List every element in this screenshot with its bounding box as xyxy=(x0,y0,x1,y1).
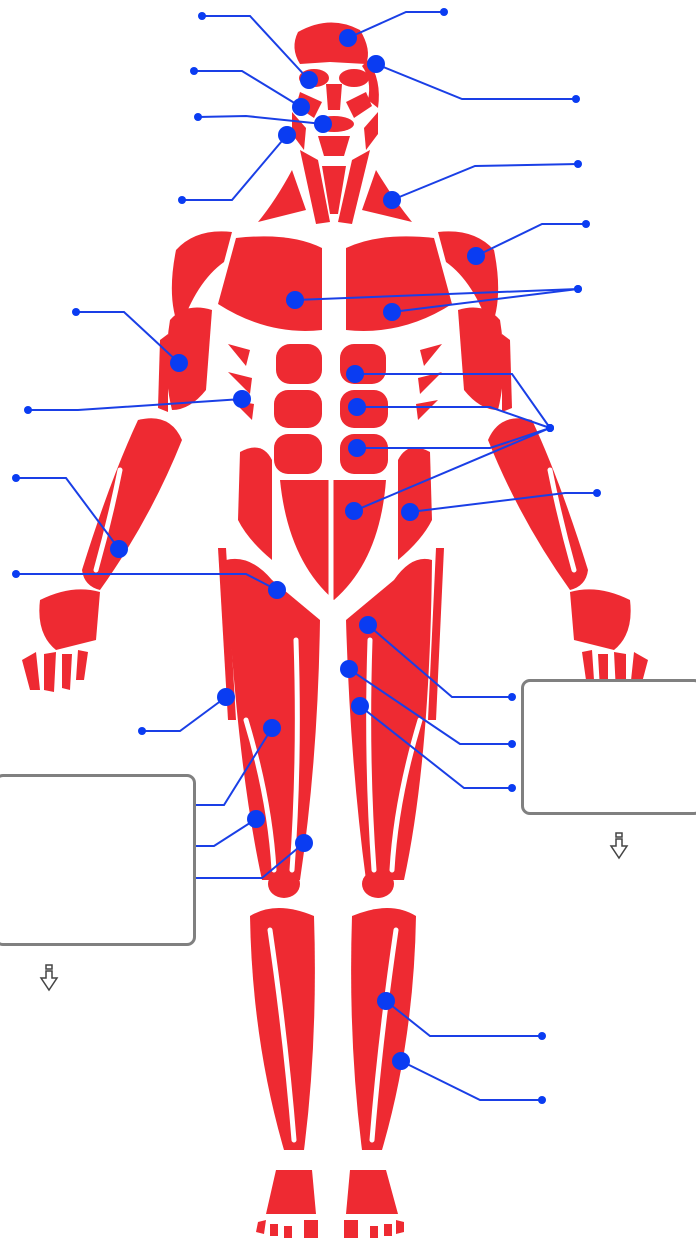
drop-down-arrow-icon[interactable] xyxy=(38,963,60,993)
leader-line xyxy=(376,64,576,99)
label-anchor-dot[interactable] xyxy=(508,740,516,748)
label-anchor-dot[interactable] xyxy=(194,113,202,121)
label-anchor-dot[interactable] xyxy=(24,406,32,414)
muscle-marker-dot[interactable] xyxy=(340,660,358,678)
muscle-marker-dot[interactable] xyxy=(467,247,485,265)
serratus-right-2 xyxy=(418,372,442,394)
leader-line xyxy=(182,135,287,200)
leader-line xyxy=(142,697,226,731)
muscle-marker-dot[interactable] xyxy=(351,697,369,715)
trapezius-left xyxy=(258,170,306,222)
leader-line xyxy=(198,116,323,124)
label-anchor-dot[interactable] xyxy=(574,285,582,293)
label-anchor-dot[interactable] xyxy=(546,424,554,432)
label-anchor-dot[interactable] xyxy=(538,1032,546,1040)
leader-line xyxy=(401,1061,542,1100)
chin-muscle xyxy=(318,136,350,156)
external-oblique-right xyxy=(398,448,432,561)
nasalis-muscle xyxy=(326,84,342,110)
rectus-abdominis-1l xyxy=(276,344,322,384)
label-anchor-dot[interactable] xyxy=(440,8,448,16)
muscle-marker-dot[interactable] xyxy=(233,390,251,408)
sternocleidomastoid-right xyxy=(338,150,370,224)
leader-line xyxy=(348,12,444,38)
muscle-marker-dot[interactable] xyxy=(263,719,281,737)
muscle-marker-dot[interactable] xyxy=(314,115,332,133)
drop-down-arrow-icon[interactable] xyxy=(608,831,630,861)
patella-right xyxy=(362,870,394,898)
label-anchor-dot[interactable] xyxy=(508,693,516,701)
muscle-marker-dot[interactable] xyxy=(348,439,366,457)
right-answer-box[interactable] xyxy=(521,679,696,815)
rectus-abdominis-3r xyxy=(340,434,388,474)
muscle-marker-dot[interactable] xyxy=(170,354,188,372)
muscle-marker-dot[interactable] xyxy=(377,992,395,1010)
muscle-marker-dot[interactable] xyxy=(346,365,364,383)
leader-line xyxy=(410,493,597,512)
label-anchor-dot[interactable] xyxy=(190,67,198,75)
label-anchor-dot[interactable] xyxy=(582,220,590,228)
muscle-figure xyxy=(22,22,648,1238)
leader-line xyxy=(392,164,578,200)
muscle-marker-dot[interactable] xyxy=(217,688,235,706)
toes-left xyxy=(256,1220,318,1238)
masseter-right xyxy=(364,112,378,150)
serratus-left-1 xyxy=(228,344,250,366)
frontalis-muscle xyxy=(294,22,368,64)
muscle-marker-dot[interactable] xyxy=(278,126,296,144)
muscle-marker-dot[interactable] xyxy=(295,834,313,852)
serratus-right-3 xyxy=(416,400,438,420)
leader-line xyxy=(186,819,256,846)
label-anchor-dot[interactable] xyxy=(12,570,20,578)
label-anchor-dot[interactable] xyxy=(572,95,580,103)
label-anchor-dot[interactable] xyxy=(538,1096,546,1104)
left-answer-box[interactable] xyxy=(0,774,196,946)
label-anchor-dot[interactable] xyxy=(178,196,186,204)
label-anchor-dot[interactable] xyxy=(508,784,516,792)
label-anchor-dot[interactable] xyxy=(72,308,80,316)
label-anchor-dot[interactable] xyxy=(198,12,206,20)
muscle-marker-dot[interactable] xyxy=(286,291,304,309)
label-anchor-dot[interactable] xyxy=(593,489,601,497)
patella-left xyxy=(268,870,300,898)
toes-right xyxy=(344,1220,404,1238)
biceps-right xyxy=(458,308,504,410)
muscle-marker-dot[interactable] xyxy=(339,29,357,47)
hand-left xyxy=(39,589,100,650)
muscle-marker-dot[interactable] xyxy=(292,98,310,116)
muscle-marker-dot[interactable] xyxy=(300,71,318,89)
muscle-marker-dot[interactable] xyxy=(367,55,385,73)
label-anchor-dot[interactable] xyxy=(574,160,582,168)
label-anchor-dot[interactable] xyxy=(138,727,146,735)
pectoralis-left xyxy=(218,236,322,331)
hand-right xyxy=(570,589,631,650)
muscle-marker-dot[interactable] xyxy=(268,581,286,599)
muscle-marker-dot[interactable] xyxy=(247,810,265,828)
rectus-abdominis-3l xyxy=(274,434,322,474)
orbicularis-oculi-right xyxy=(339,69,369,87)
hand-left-fingers xyxy=(22,650,88,692)
leader-line xyxy=(194,71,301,107)
foot-right xyxy=(346,1170,398,1214)
muscle-marker-dot[interactable] xyxy=(392,1052,410,1070)
serratus-right-1 xyxy=(420,344,442,366)
muscle-marker-dot[interactable] xyxy=(383,191,401,209)
muscle-marker-dot[interactable] xyxy=(348,398,366,416)
muscle-marker-dot[interactable] xyxy=(110,540,128,558)
rectus-abdominis-2l xyxy=(274,390,322,428)
external-oblique-left xyxy=(238,448,272,561)
zygomaticus-right xyxy=(346,92,372,118)
foot-left xyxy=(266,1170,316,1214)
muscle-marker-dot[interactable] xyxy=(383,303,401,321)
muscle-marker-dot[interactable] xyxy=(359,616,377,634)
muscle-marker-dot[interactable] xyxy=(401,503,419,521)
leader-line xyxy=(28,399,242,410)
label-anchor-dot[interactable] xyxy=(12,474,20,482)
muscle-marker-dot[interactable] xyxy=(345,502,363,520)
